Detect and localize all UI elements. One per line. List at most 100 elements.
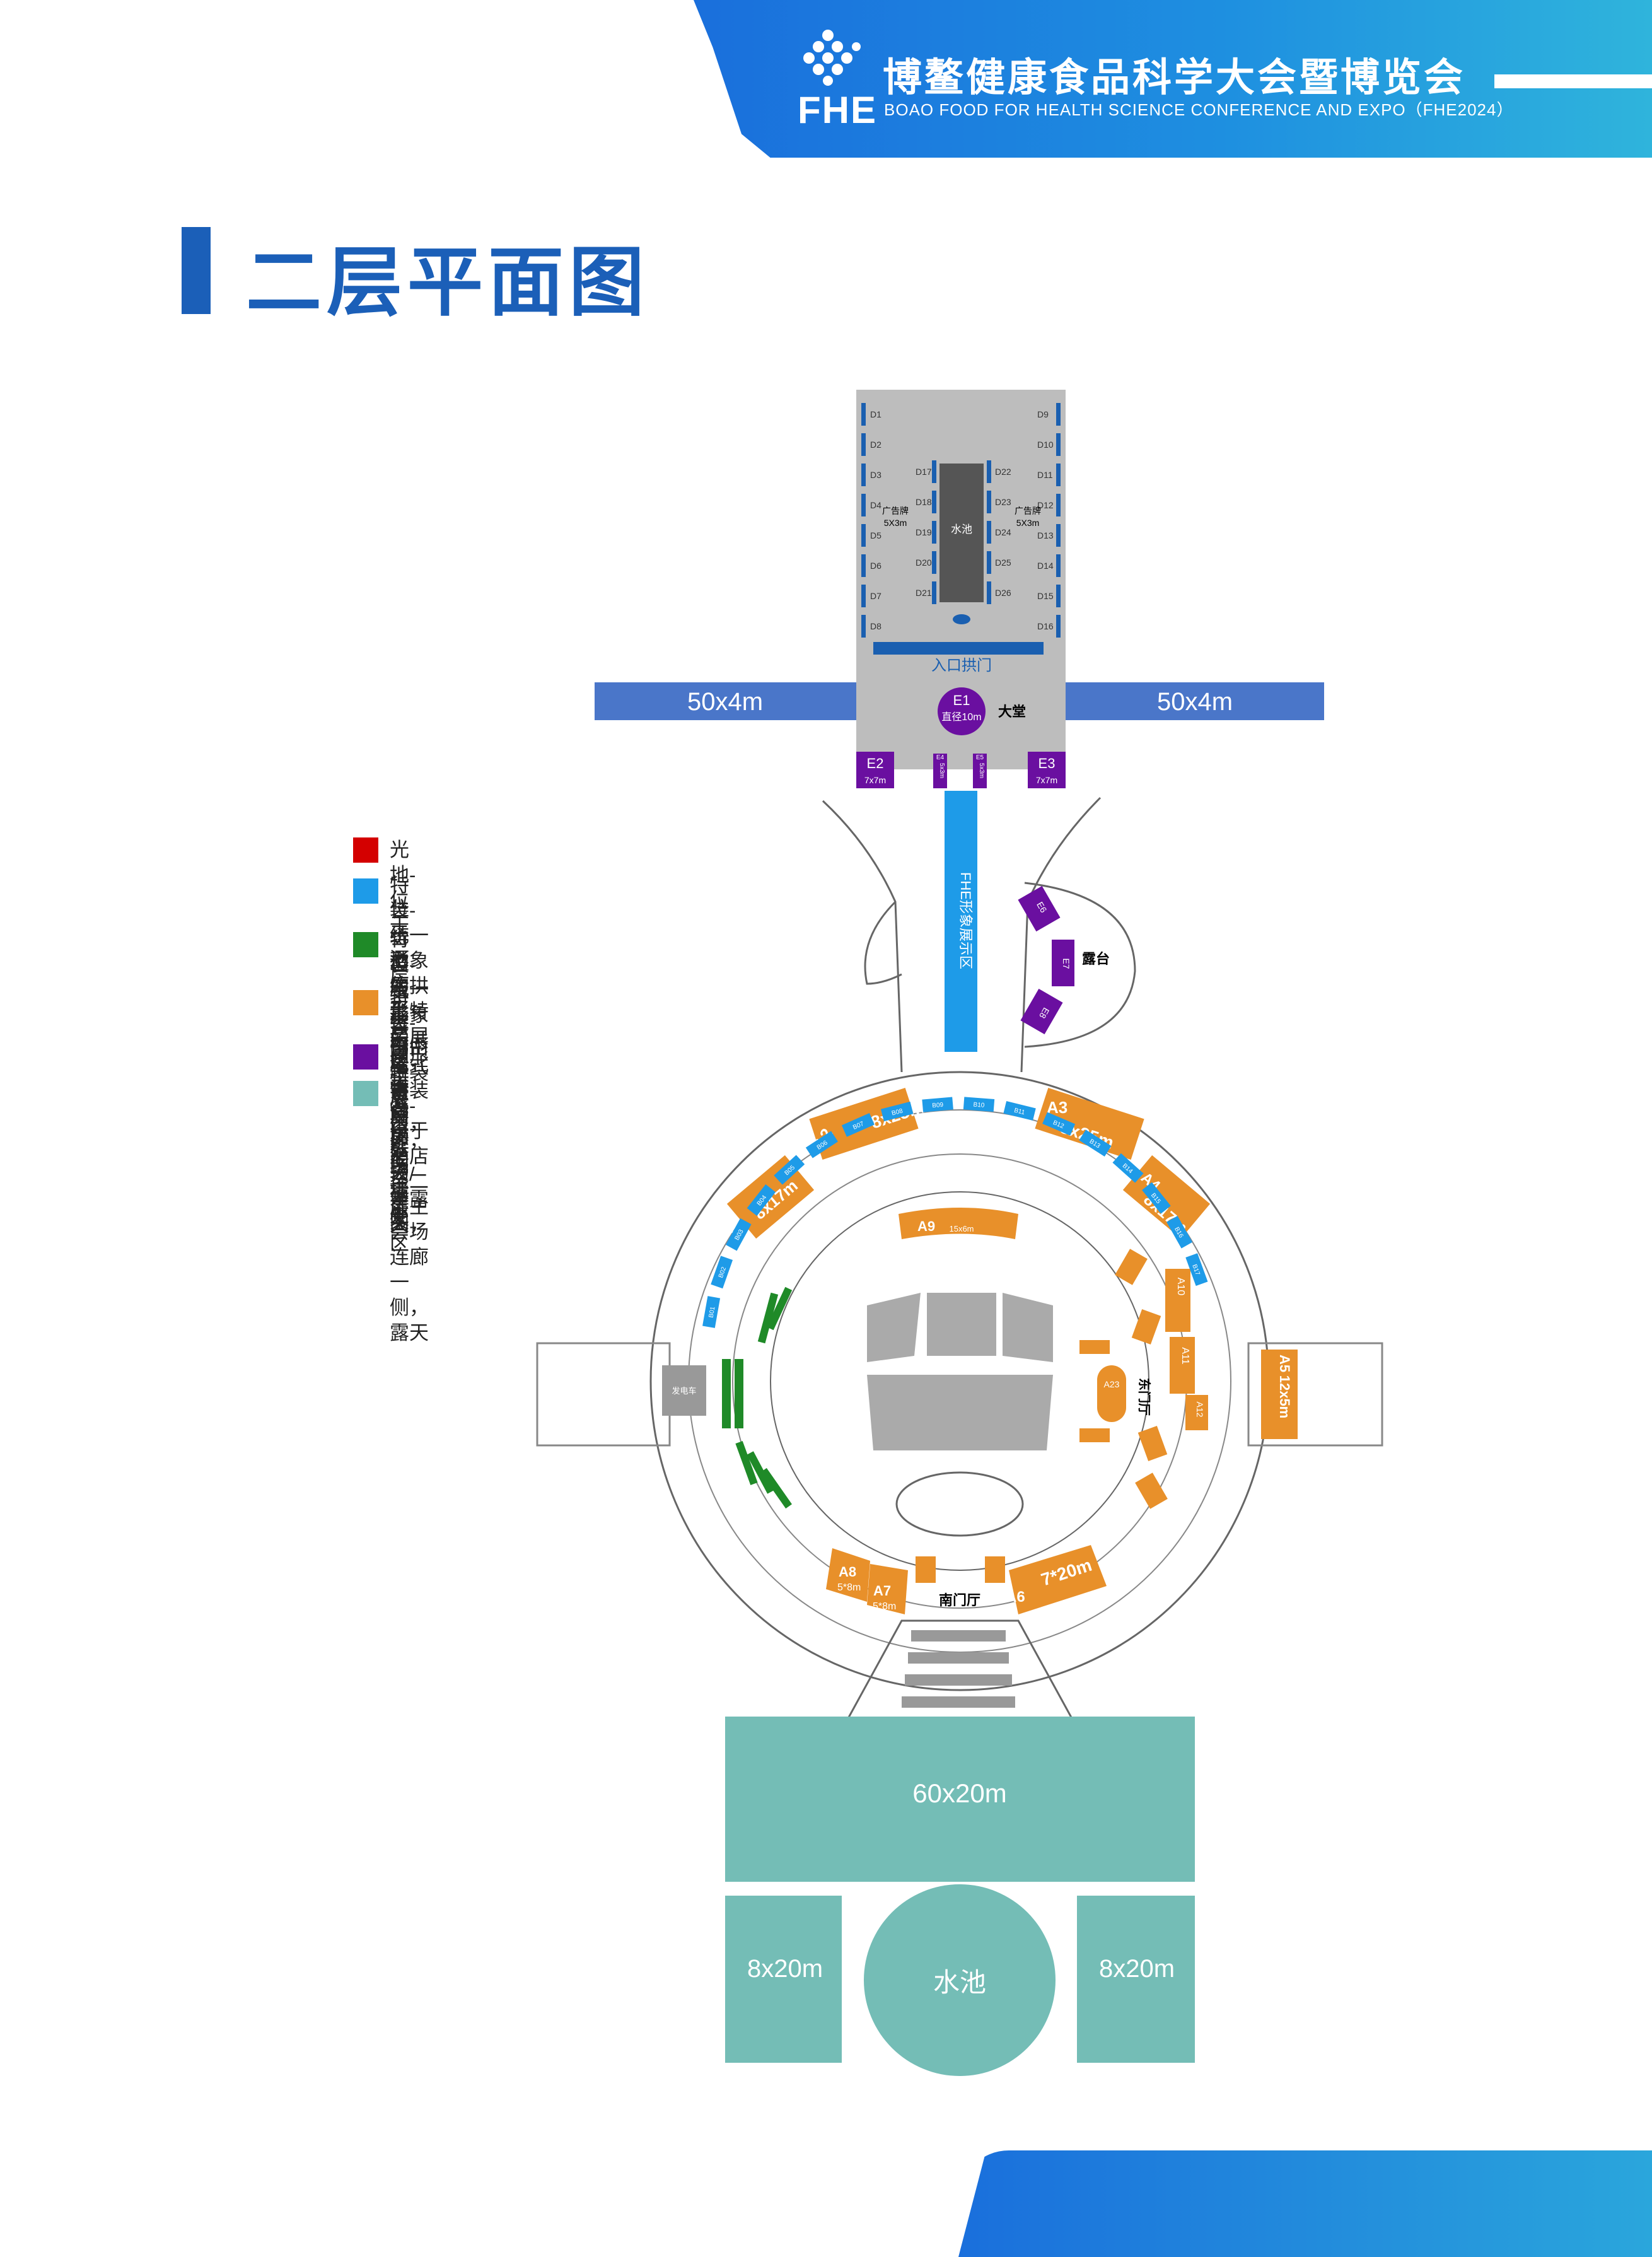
d-booth-bar xyxy=(1056,494,1061,516)
auditorium-seating xyxy=(867,1293,1053,1450)
east-wing xyxy=(1247,1342,1383,1447)
generator-box xyxy=(662,1365,706,1416)
b-booth-label: B08 xyxy=(891,1107,904,1117)
e5-id: E5 xyxy=(976,754,984,761)
b-booth xyxy=(805,1131,838,1158)
d-booth-label: D20 xyxy=(916,557,932,568)
legend-swatch xyxy=(353,1081,378,1106)
legend-label: 圆形特装-位于酒店至二层主会场连廊一侧，露天 xyxy=(390,1044,429,1344)
d-booth-label: D12 xyxy=(1037,500,1054,510)
d-booth-bar xyxy=(987,551,991,574)
b-booth xyxy=(1166,1215,1193,1249)
b-booth xyxy=(963,1097,995,1112)
b-booth xyxy=(922,1097,953,1112)
billboard-left-label: 广告牌 xyxy=(882,506,909,516)
a9-size: 15x6m xyxy=(949,1224,974,1233)
a7-booth xyxy=(867,1564,908,1614)
b-booth xyxy=(725,1218,752,1251)
legend-swatch xyxy=(353,1044,378,1070)
e8-booth xyxy=(1020,988,1063,1035)
b-booth xyxy=(841,1113,875,1137)
d-booth-label: D21 xyxy=(916,588,932,598)
d-booth-label: D4 xyxy=(870,500,881,510)
b-booth xyxy=(1185,1253,1208,1286)
plaza-main-label: 60x20m xyxy=(912,1778,1006,1808)
entrance-arch-label: 入口拱门 xyxy=(931,657,992,674)
d-booth-bar xyxy=(932,460,936,483)
a7-size: 5*8m xyxy=(873,1601,896,1612)
d-booth-bar xyxy=(1056,464,1061,486)
terrace-label: 露台 xyxy=(1082,951,1110,967)
b-booth xyxy=(1042,1112,1076,1136)
e2-booth xyxy=(856,752,894,788)
b-booth xyxy=(747,1184,776,1216)
e1-circle xyxy=(938,687,986,735)
e2-size: 7x7m xyxy=(864,775,886,785)
d-booth-bar xyxy=(861,585,866,607)
e6-booth xyxy=(1018,885,1061,932)
d-booth-label: D24 xyxy=(995,527,1011,537)
a8-id: A8 xyxy=(839,1564,856,1580)
legend-label: 光地-位于二层主会场主入口处 xyxy=(390,839,416,1163)
billboard-right-label: 广告牌 xyxy=(1015,506,1041,516)
bridge-left-bulge xyxy=(864,901,902,985)
a9-booth xyxy=(899,1208,1018,1239)
b-booth-label: B01 xyxy=(708,1306,717,1319)
d-booth-bar xyxy=(1056,433,1061,456)
plaza-pool xyxy=(864,1884,1056,2076)
d-booth-bar xyxy=(861,554,866,577)
legend-label: 特装-统一形象的展墙式特装展区， xyxy=(390,928,429,1152)
a6-id: A6 xyxy=(1006,1589,1025,1606)
title-accent-bar xyxy=(182,227,211,314)
e1-id: E1 xyxy=(953,692,970,708)
e3-size: 7x7m xyxy=(1036,775,1057,785)
a12-id: A12 xyxy=(1195,1402,1205,1418)
b-booth-label: B10 xyxy=(973,1101,985,1109)
legend-swatch xyxy=(353,990,378,1015)
e2-id: E2 xyxy=(867,755,884,771)
d-booth-bar xyxy=(987,491,991,513)
legend-label: 特装-自由特装展区，露天/半露天， xyxy=(390,986,429,1235)
south-stairs xyxy=(902,1630,1015,1708)
d-booth-bar xyxy=(932,491,936,513)
corridor-right-label: 50x4m xyxy=(1157,688,1233,716)
a8-size: 5*8m xyxy=(837,1582,861,1593)
orange-booths: A2 8x25m A3 8x25m A1 8x17m A4 8x17m A9 1… xyxy=(724,1087,1298,1614)
d-booth-label: D14 xyxy=(1037,561,1054,571)
legend-swatch xyxy=(353,878,378,904)
corridor-right xyxy=(1066,682,1324,720)
legend-label: 特装-统一形象的拱形特装展区， xyxy=(390,874,429,1073)
b-booth-label: B11 xyxy=(1013,1107,1026,1117)
d-booth-bar xyxy=(1056,403,1061,426)
header-rule xyxy=(1494,74,1652,88)
d-booth-label: D15 xyxy=(1037,591,1054,601)
plaza-left xyxy=(725,1896,842,2063)
d-booth-label: D5 xyxy=(870,530,881,540)
e5-booth xyxy=(973,754,987,788)
billboard-right-size: 5X3m xyxy=(1016,518,1040,528)
b-booth xyxy=(880,1101,914,1122)
d-booth-label: D22 xyxy=(995,467,1011,477)
header-title-cn: 博鳌健康食品科学大会暨博览会 xyxy=(883,56,1466,100)
south-hall-label: 南门厅 xyxy=(939,1592,980,1608)
d-booth-label: D17 xyxy=(916,467,932,477)
a23-booth xyxy=(1097,1365,1126,1422)
a9-id: A9 xyxy=(917,1218,935,1234)
d-booth-bar xyxy=(861,433,866,456)
b-booth xyxy=(1079,1129,1112,1157)
d-booth-bar xyxy=(987,460,991,483)
a5-id: A5 xyxy=(1277,1355,1293,1372)
a11-id: A11 xyxy=(1180,1347,1190,1364)
b-booth xyxy=(702,1296,721,1328)
d-booth-label: D19 xyxy=(916,527,932,537)
b-booth xyxy=(1112,1153,1144,1183)
corridor-left xyxy=(595,682,856,720)
a8-booth xyxy=(826,1548,870,1602)
a6-booth xyxy=(1009,1545,1107,1614)
a7-id: A7 xyxy=(873,1583,891,1599)
stage xyxy=(895,1471,1024,1537)
